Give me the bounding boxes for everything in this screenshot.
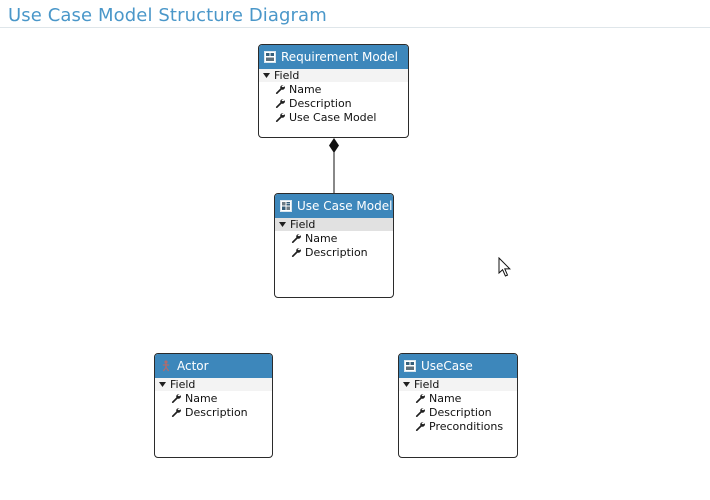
class-box-use-case-model[interactable]: Use Case Model Field Name Description [274,193,394,298]
wrench-icon [171,407,181,417]
wrench-icon [291,247,301,257]
field-row[interactable]: Description [399,405,517,419]
collapse-triangle-icon[interactable] [158,380,167,389]
field-label: Description [289,96,352,110]
field-section-header[interactable]: Field [155,378,272,391]
field-row[interactable]: Description [155,405,272,419]
class-title: UseCase [421,359,473,373]
wrench-icon [171,393,181,403]
field-label: Name [305,231,338,245]
class-title: Use Case Model [297,199,393,213]
title-divider [0,27,710,28]
class-icon [264,51,276,63]
field-label: Preconditions [429,419,504,433]
class-header-use-case[interactable]: UseCase [399,354,517,378]
field-label: Name [289,82,322,96]
collapse-triangle-icon[interactable] [262,71,271,80]
field-row[interactable]: Preconditions [399,419,517,433]
section-label: Field [274,69,300,82]
composition-diamond[interactable] [329,138,339,153]
field-section-header[interactable]: Field [399,378,517,391]
class-box-actor[interactable]: Actor Field Name Description [154,353,273,458]
field-row[interactable]: Name [259,82,408,96]
wrench-icon [415,407,425,417]
wrench-icon [415,393,425,403]
field-row[interactable]: Name [155,391,272,405]
class-header-requirement-model[interactable]: Requirement Model [259,45,408,69]
class-box-requirement-model[interactable]: Requirement Model Field Name Description… [258,44,409,138]
collapse-triangle-icon[interactable] [278,220,287,229]
class-icon [404,360,416,372]
field-section-header[interactable]: Field [275,218,393,231]
field-label: Description [185,405,248,419]
class-header-actor[interactable]: Actor [155,354,272,378]
field-label: Name [429,391,462,405]
page-title: Use Case Model Structure Diagram [8,5,327,26]
wrench-icon [415,421,425,431]
field-row[interactable]: Description [275,245,393,259]
field-label: Description [305,245,368,259]
field-row[interactable]: Name [275,231,393,245]
field-row[interactable]: Name [399,391,517,405]
actor-icon [160,360,172,372]
field-label: Name [185,391,218,405]
section-label: Field [170,378,196,391]
collapse-triangle-icon[interactable] [402,380,411,389]
class-title: Actor [177,359,209,373]
section-label: Field [290,218,316,231]
class-header-use-case-model[interactable]: Use Case Model [275,194,393,218]
wrench-icon [275,112,285,122]
field-label: Use Case Model [289,110,377,124]
class-title: Requirement Model [281,50,399,64]
model-icon [280,200,292,212]
field-label: Description [429,405,492,419]
field-row[interactable]: Use Case Model [259,110,408,124]
class-box-use-case[interactable]: UseCase Field Name Description Precondit… [398,353,518,458]
wrench-icon [291,233,301,243]
field-section-header[interactable]: Field [259,69,408,82]
wrench-icon [275,84,285,94]
field-row[interactable]: Description [259,96,408,110]
mouse-cursor-icon [498,257,511,277]
wrench-icon [275,98,285,108]
section-label: Field [414,378,440,391]
